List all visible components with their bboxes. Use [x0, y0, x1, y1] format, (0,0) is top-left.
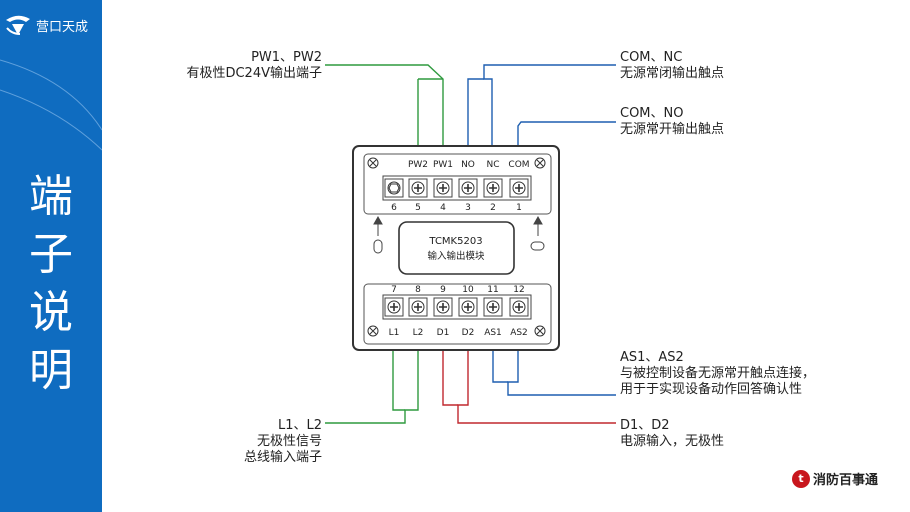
callout-title: AS1、AS2 — [620, 350, 684, 365]
screw-icon — [534, 325, 546, 337]
screw-icon — [367, 325, 379, 337]
terminal-label-l2: L2 — [413, 328, 424, 338]
module-name: 输入输出模块 — [427, 250, 485, 262]
terminal-number: 11 — [487, 285, 498, 295]
fire-brand-icon: t — [792, 469, 810, 488]
callout-title: PW1、PW2 — [251, 50, 322, 65]
terminal-number: 5 — [415, 203, 421, 213]
callout-desc: 无源常开输出触点 — [620, 122, 725, 137]
brand-name: 消防百事通 — [813, 473, 879, 488]
terminal-screw-icon — [433, 178, 453, 198]
callout-nc: COM、NC 无源常闭输出触点 — [620, 50, 724, 82]
terminal-screw-icon — [384, 297, 404, 317]
module-model: TCMK5203 — [428, 236, 482, 247]
page-title-char: 说 — [29, 287, 73, 338]
terminal-number: 9 — [440, 285, 446, 295]
wire-as-2 — [492, 350, 508, 383]
terminal-number: 1 — [516, 203, 522, 213]
terminal-screw-icon — [483, 297, 503, 317]
led-indicator — [373, 239, 383, 254]
callout-desc: 电源输入，无极性 — [620, 434, 725, 449]
callout-desc: 总线输入端子 — [243, 450, 322, 465]
page-title-char: 明 — [29, 345, 73, 396]
page-title-char: 端 — [29, 171, 73, 222]
sidebar: 营口天成 端 子 说 明 — [0, 0, 102, 512]
terminal-number: 7 — [391, 285, 397, 295]
wire-nc-2 — [467, 78, 484, 148]
terminal-label-d2: D2 — [462, 328, 475, 338]
up-arrow-icon — [373, 215, 383, 236]
page-title-char: 子 — [29, 229, 73, 280]
terminal-number: 12 — [513, 285, 524, 295]
terminal-number: 2 — [490, 203, 496, 213]
terminal-screw-icon — [408, 178, 428, 198]
company-logo: 营口天成 — [4, 14, 88, 36]
terminal-label-d1: D1 — [437, 328, 450, 338]
callout-as: AS1、AS2 与被控制设备无源常开触点连接， 用于于实现设备动作回答确认性 — [620, 350, 815, 398]
terminal-number: 6 — [391, 203, 397, 213]
screw-icon — [367, 157, 379, 169]
callout-title: L1、L2 — [277, 418, 322, 433]
screw-icon — [534, 157, 546, 169]
wire-l-2 — [392, 350, 405, 411]
terminal-screw-icon — [433, 297, 453, 317]
callout-desc: 无极性信号 — [256, 434, 322, 449]
wires — [325, 64, 616, 424]
callout-desc: 无源常闭输出触点 — [620, 66, 725, 81]
wire-l — [325, 350, 419, 424]
corner-screws — [367, 157, 546, 337]
terminal-label-nc: NC — [486, 160, 499, 170]
up-arrow-icon — [533, 215, 543, 236]
callout-pw: PW1、PW2 有极性DC24V输出端子 — [160, 50, 322, 82]
page-title: 端 子 说 明 — [0, 168, 102, 400]
wire-nc — [483, 64, 616, 148]
callout-desc: 与被控制设备无源常开触点连接， — [620, 366, 816, 381]
terminal-screw-icon — [384, 178, 404, 198]
terminal-label-pw2: PW2 — [408, 160, 428, 170]
terminal-screw-icon — [458, 297, 478, 317]
company-name: 营口天成 — [36, 19, 89, 35]
callout-title: D1、D2 — [620, 418, 670, 433]
led-indicator — [530, 241, 545, 251]
terminal-screw-icon — [509, 178, 529, 198]
callout-no: COM、NO 无源常开输出触点 — [620, 106, 724, 138]
terminal-label-as1: AS1 — [484, 328, 502, 338]
wire-as — [507, 350, 616, 396]
bottom-terminal-block — [382, 294, 532, 320]
terminal-label-pw1: PW1 — [433, 160, 453, 170]
tc-logo-icon — [6, 15, 30, 35]
callout-desc: 有极性DC24V输出端子 — [186, 66, 322, 81]
terminal-screw-icon — [458, 178, 478, 198]
terminal-screw-icon — [483, 178, 503, 198]
wire-d — [457, 350, 616, 424]
callout-title: COM、NC — [620, 50, 683, 65]
terminal-label-no: NO — [461, 160, 475, 170]
terminal-screw-icon — [509, 297, 529, 317]
brand-logo: t 消防百事通 — [792, 469, 878, 488]
terminal-number: 4 — [440, 203, 446, 213]
terminal-number: 10 — [462, 285, 474, 295]
top-terminal-block — [382, 175, 532, 201]
terminal-number: 8 — [415, 285, 421, 295]
wire-d-2 — [442, 350, 458, 406]
sidebar-decoration — [0, 59, 102, 151]
terminal-label-l1: L1 — [389, 328, 400, 338]
callout-d: D1、D2 电源输入，无极性 — [620, 418, 724, 450]
callout-desc: 用于于实现设备动作回答确认性 — [620, 382, 803, 397]
terminal-label-com: COM — [508, 160, 529, 170]
callout-title: COM、NO — [620, 106, 684, 121]
wire-no — [517, 121, 616, 148]
terminal-label-as2: AS2 — [510, 328, 528, 338]
terminal-screw-icon — [408, 297, 428, 317]
terminal-number: 3 — [465, 203, 471, 213]
wire-pw — [325, 64, 444, 148]
callout-l: L1、L2 无极性信号 总线输入端子 — [160, 418, 322, 466]
